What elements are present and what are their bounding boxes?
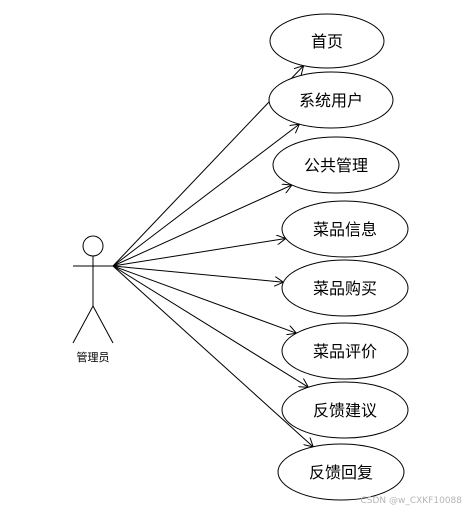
association-line <box>112 239 286 267</box>
actor-administrator: 管理员 <box>72 235 114 364</box>
use-case: 反馈回复 <box>277 443 405 501</box>
actor-right-leg <box>92 305 114 344</box>
association-line <box>112 265 308 387</box>
association-line <box>112 265 313 447</box>
use-case-label: 首页 <box>311 32 343 51</box>
actor-head <box>82 235 104 257</box>
use-case-ellipse <box>281 322 409 380</box>
use-case-label: 菜品信息 <box>313 220 377 239</box>
use-case: 公共管理 <box>272 136 400 194</box>
use-case: 菜品购买 <box>281 259 409 317</box>
use-case-label: 菜品评价 <box>313 342 377 361</box>
actor-left-leg <box>72 305 94 344</box>
use-case-label: 菜品购买 <box>313 279 377 298</box>
use-case-label: 系统用户 <box>299 91 363 110</box>
association-line <box>112 124 299 267</box>
watermark: CSDN @w_CXKF10088 <box>360 496 462 506</box>
use-case-ellipse <box>272 136 400 194</box>
use-case-label: 反馈回复 <box>309 463 373 482</box>
use-case-ellipse <box>281 381 409 439</box>
use-case-label: 反馈建议 <box>313 401 377 420</box>
association-line <box>112 265 283 282</box>
use-case-ellipse <box>281 259 409 317</box>
use-case-ellipse <box>269 13 385 69</box>
use-case: 反馈建议 <box>281 381 409 439</box>
associations <box>112 66 313 447</box>
association-line <box>112 185 292 267</box>
use-case: 首页 <box>269 13 385 69</box>
association-line <box>112 265 296 333</box>
use-case-ellipse <box>281 200 409 258</box>
use-case: 菜品信息 <box>281 200 409 258</box>
use-case-ellipse <box>268 71 394 129</box>
actor-label: 管理员 <box>77 350 110 364</box>
use-case: 系统用户 <box>268 71 394 129</box>
use-case: 菜品评价 <box>281 322 409 380</box>
use-case-ellipse <box>277 443 405 501</box>
use-case-label: 公共管理 <box>304 156 368 175</box>
